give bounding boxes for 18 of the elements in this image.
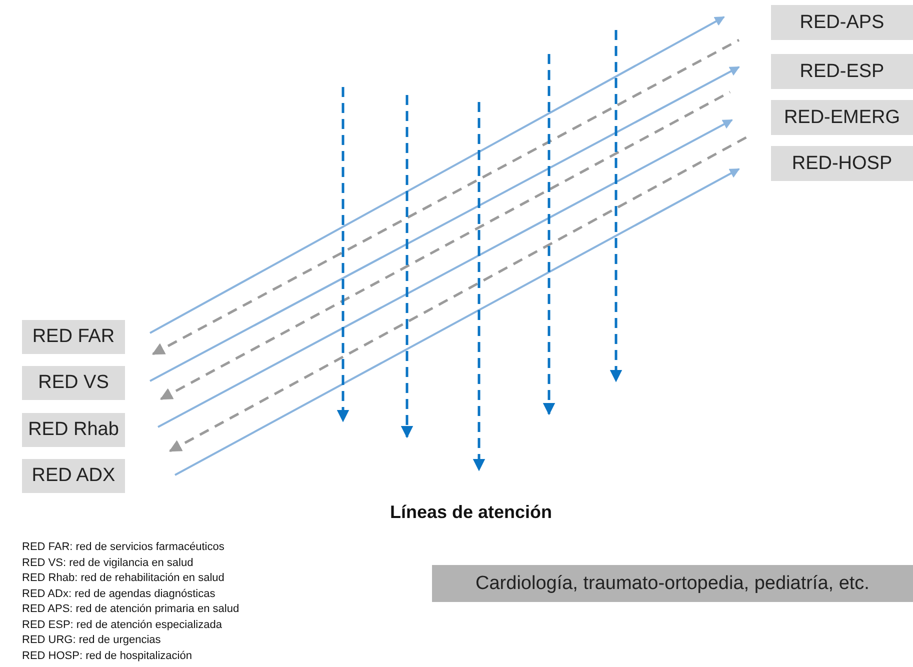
network-label: RED Rhab [22, 413, 125, 447]
legend-text: RED APS: red de atención primaria en salud [22, 603, 240, 615]
legend-text: RED HOSP: red de hospitalización [22, 650, 192, 662]
network-label: RED-APS [771, 5, 913, 40]
legend-text: RED URG: red de urgencias [22, 634, 161, 646]
axis-caption: Líneas de atención [390, 502, 552, 523]
network-label: RED FAR [22, 320, 125, 354]
network-label: RED-HOSP [771, 146, 913, 181]
legend-text: RED ADx: red de agendas diagnósticas [22, 588, 216, 600]
network-label: RED-EMERG [771, 100, 913, 135]
legend-text: RED Rhab: red de rehabilitación en salud [22, 572, 224, 584]
specialty-banner: Cardiología, traumato-ortopedia, pediatría, etc. [432, 565, 913, 602]
legend-text: RED ESP: red de atención especializada [22, 618, 222, 630]
network-label: RED-ESP [771, 54, 913, 89]
legend-text: RED FAR: red de servicios farmacéuticos [22, 541, 224, 553]
network-label: RED ADX [22, 459, 125, 493]
legend-text: RED VS: red de vigilancia en salud [22, 556, 194, 568]
network-label: RED VS [22, 366, 125, 400]
